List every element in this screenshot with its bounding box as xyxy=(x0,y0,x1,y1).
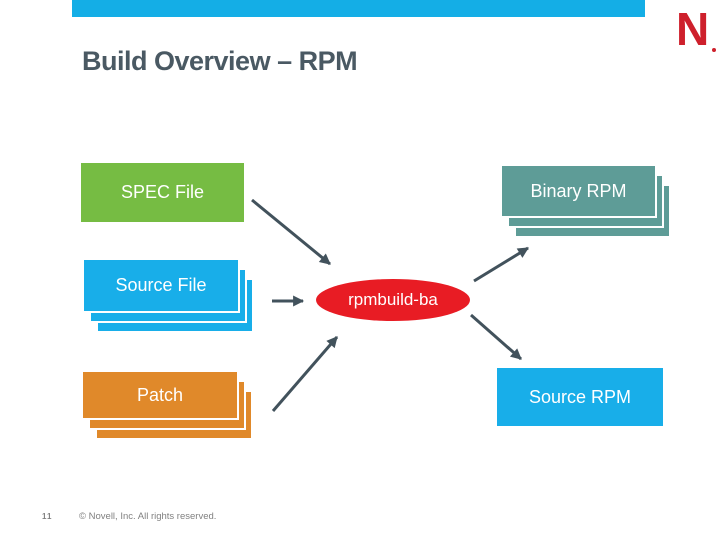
arrow-patch-to-rpmbuild xyxy=(271,336,339,412)
node-source-file: Source File xyxy=(82,258,254,333)
node-source-rpm: Source RPM xyxy=(497,368,663,426)
accent-bar xyxy=(72,0,645,17)
page-title: Build Overview – RPM xyxy=(82,46,358,76)
slide-footer: 11 © Novell, Inc. All rights reserved. xyxy=(0,508,728,528)
node-source-file-label: Source File xyxy=(115,275,207,295)
arrow-spec-file-to-rpmbuild xyxy=(251,198,331,266)
node-binary-rpm: Binary RPM xyxy=(500,164,671,238)
node-spec-file-label: SPEC File xyxy=(120,182,205,202)
node-source-rpm-label: Source RPM xyxy=(528,386,632,407)
arrow-rpmbuild-to-source-rpm xyxy=(470,313,522,361)
node-spec-file: SPEC File xyxy=(81,163,244,222)
registered-mark-dot xyxy=(712,48,716,52)
stack-layer-front: Binary RPM xyxy=(500,164,657,218)
node-patch-label: Patch xyxy=(136,384,184,405)
node-rpmbuild: rpmbuild-ba xyxy=(316,279,470,321)
node-rpmbuild-label: rpmbuild-ba xyxy=(348,290,438,309)
node-binary-rpm-label: Binary RPM xyxy=(530,180,627,201)
arrow-rpmbuild-to-binary-rpm xyxy=(473,246,529,283)
stack-layer-front: Patch xyxy=(81,370,239,420)
node-patch: Patch xyxy=(81,370,253,440)
copyright-text: © Novell, Inc. All rights reserved. xyxy=(79,511,217,522)
novell-logo-letter: N xyxy=(676,3,709,55)
novell-logo: N xyxy=(676,6,720,52)
stack-layer-front: Source File xyxy=(82,258,240,313)
page-number: 11 xyxy=(42,512,53,521)
